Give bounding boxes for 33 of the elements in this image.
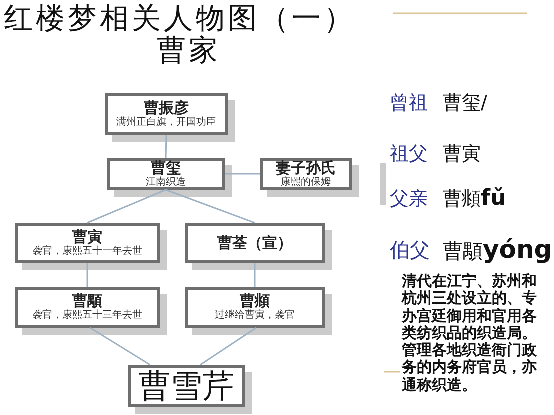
person-note: 江南织造 xyxy=(146,176,186,188)
person-name: 曹振彦 xyxy=(144,100,189,116)
person-name: 曹玺/ xyxy=(443,91,488,115)
relation-label: 曾祖 xyxy=(390,91,428,115)
person-note: 袭官，康熙五十一年去世 xyxy=(32,246,142,256)
person-name: 曹頫 xyxy=(240,294,270,309)
diagram-title: 红楼梦相关人物图（一） xyxy=(4,2,356,34)
person-name: 曹雪芹 xyxy=(138,368,234,404)
relation-label: 祖父 xyxy=(390,142,428,166)
connector-line xyxy=(254,263,256,287)
person-name: 曹寅 xyxy=(443,142,481,166)
person-note: 满州正白旗，开国功臣 xyxy=(116,116,216,128)
connector-line xyxy=(90,327,151,366)
person-note: 袭官，康熙五十三年去世 xyxy=(32,310,142,321)
person-name: 曹玺 xyxy=(151,160,181,176)
connector-line xyxy=(200,327,257,366)
person-note: 过继给曹寅，袭官 xyxy=(215,310,295,321)
relation-label: 伯父 xyxy=(390,238,430,262)
person-name: 妻子孙氏 xyxy=(276,160,336,176)
person-name: 曹頫fǔ xyxy=(443,187,506,211)
connector-line xyxy=(225,173,260,175)
note-text: 清代在江宁、苏州和杭州三处设立的、专办宫廷御用和官用各类纺织品的织造局。管理各地织造衙门政务的内务府官员，亦通称织造。 xyxy=(402,273,538,394)
person-name: 曹顒yóng xyxy=(443,238,552,263)
connector-line xyxy=(166,189,256,224)
connector-line xyxy=(165,134,168,158)
subtitle: 曹家 xyxy=(157,34,221,66)
connector-line xyxy=(86,263,88,287)
person-name: 曹寅 xyxy=(72,230,102,244)
connector-line xyxy=(87,189,166,224)
person-note: 康熙的保姆 xyxy=(281,176,331,188)
person-name: 曹顒 xyxy=(72,294,102,309)
person-name: 曹荃（宣） xyxy=(218,236,292,250)
relation-label: 父亲 xyxy=(390,187,428,211)
